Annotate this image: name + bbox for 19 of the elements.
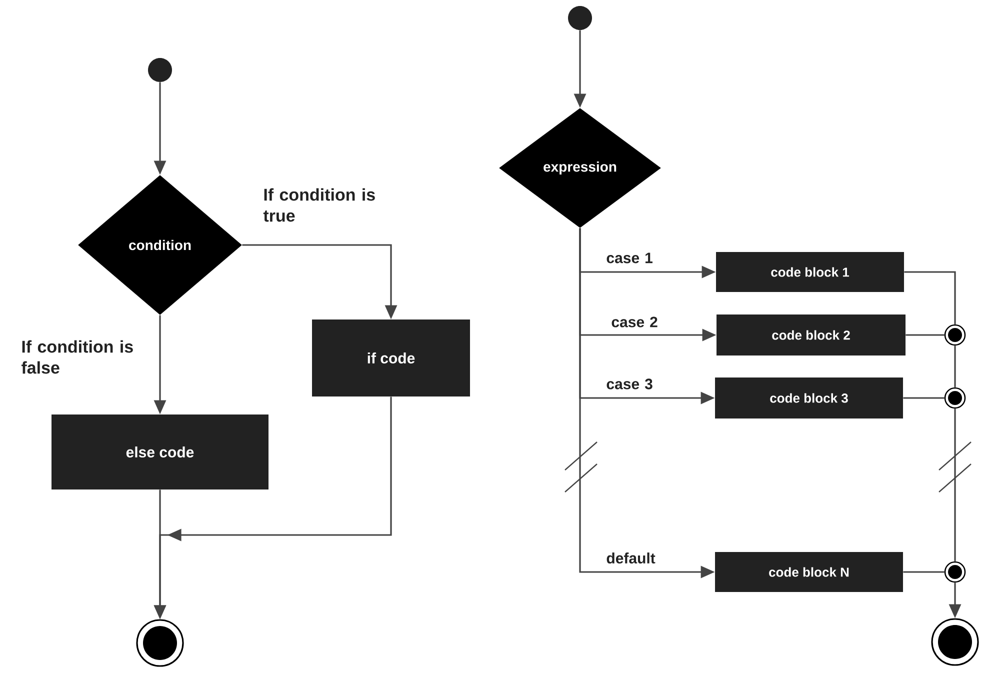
- edge-label: If condition is true: [263, 188, 375, 222]
- process-box: code block 2: [716, 314, 906, 356]
- edge-label: If condition is false: [22, 340, 133, 374]
- process-box: else code: [52, 414, 268, 490]
- process-box: code block 3: [715, 378, 904, 418]
- edge-label: case 2: [612, 316, 658, 328]
- junction-dot: [944, 561, 966, 583]
- start-node: [568, 6, 592, 30]
- end-node: [931, 618, 979, 666]
- edge-label: default: [606, 552, 656, 564]
- process-box: code block 1: [716, 252, 904, 292]
- process-box: code block N: [715, 552, 904, 592]
- junction-dot: [944, 387, 966, 409]
- edge-label: case 3: [606, 378, 652, 390]
- edge-label: case 1: [606, 252, 652, 264]
- process-box: if code: [312, 320, 470, 396]
- start-node: [148, 58, 172, 82]
- end-node: [136, 619, 184, 667]
- junction-dot: [944, 324, 966, 346]
